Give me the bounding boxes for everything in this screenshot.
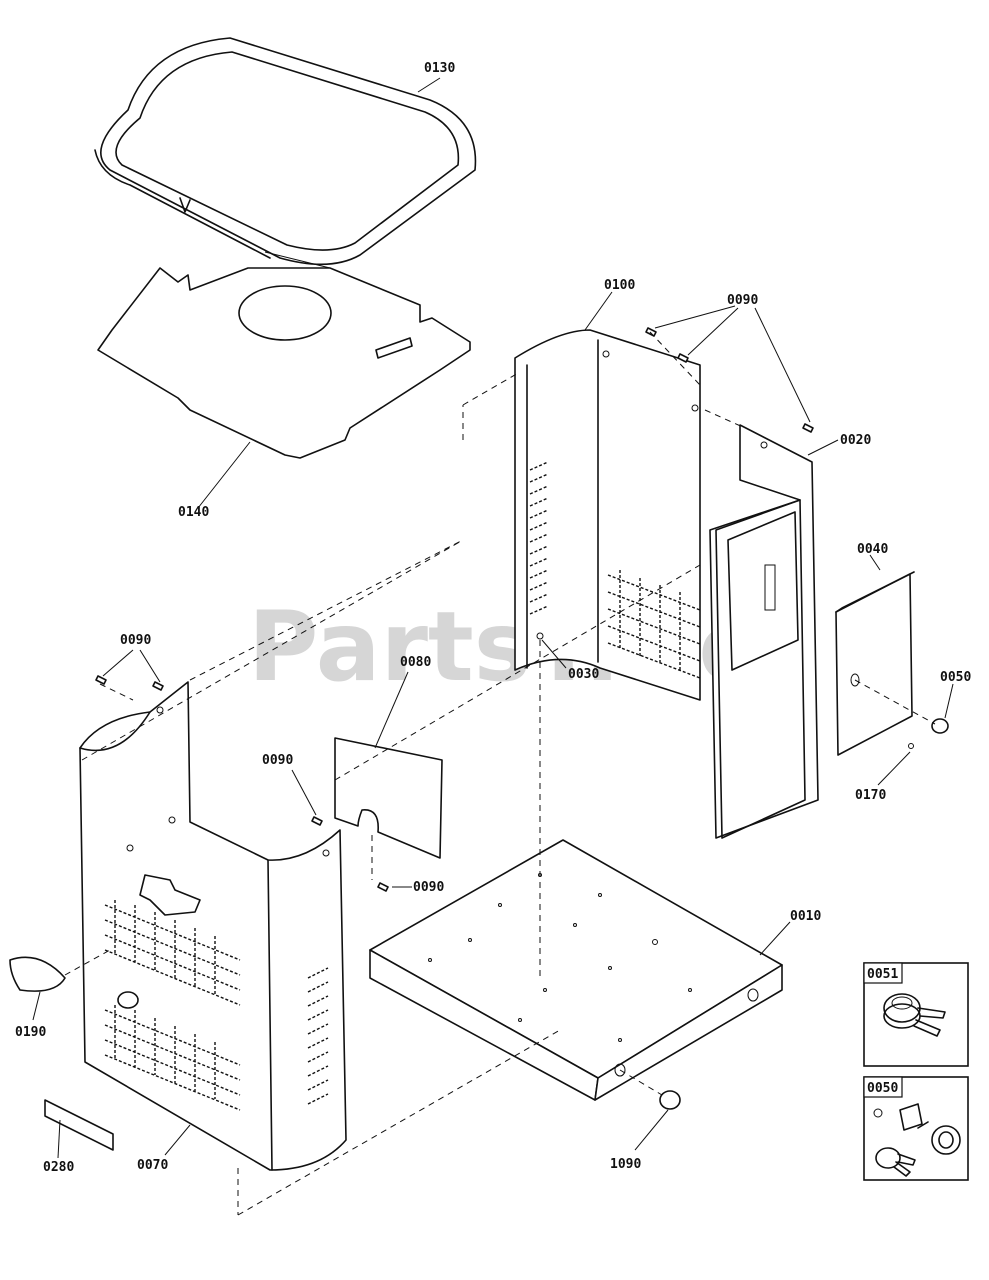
inset-0051-label: 0051 (867, 967, 898, 982)
part-0010-base[interactable] (369, 839, 791, 1101)
part-0190-handle[interactable] (9, 956, 66, 1021)
callout-0090-mid: 0090 (262, 753, 293, 768)
part-0040-access-door[interactable] (835, 554, 915, 756)
part-1090-plug[interactable] (634, 1090, 681, 1151)
assembly-guide-lines (64, 331, 746, 1216)
part-0130-top-lid[interactable] (94, 37, 477, 266)
callout-0010: 0010 (790, 909, 821, 924)
callout-0130: 0130 (424, 61, 455, 76)
callout-0030: 0030 (568, 667, 599, 682)
part-0080-baffle[interactable] (334, 671, 443, 859)
part-0090-screw-low[interactable] (377, 882, 412, 892)
part-0070-main-cabinet[interactable] (79, 681, 347, 1171)
part-0090-screws-left[interactable] (95, 649, 164, 691)
callout-0090-low: 0090 (413, 880, 444, 895)
callout-0280: 0280 (43, 1160, 74, 1175)
lock-cylinder-icon (873, 1103, 961, 1177)
callout-0090-top: 0090 (727, 293, 758, 308)
part-0100-rear-shroud[interactable] (514, 291, 701, 701)
part-0090-screw-mid[interactable] (291, 769, 323, 826)
part-0020-front-panel[interactable] (709, 424, 839, 839)
callout-0170: 0170 (855, 788, 886, 803)
part-0090-screws-top[interactable] (645, 305, 814, 433)
callout-0070: 0070 (137, 1158, 168, 1173)
key-lock-icon (883, 993, 946, 1037)
part-0050-latch[interactable] (931, 683, 954, 734)
callout-0190: 0190 (15, 1025, 46, 1040)
part-0280-label[interactable] (44, 1099, 114, 1159)
callout-0090-left: 0090 (120, 633, 151, 648)
callout-0080: 0080 (400, 655, 431, 670)
callout-0100: 0100 (604, 278, 635, 293)
callout-0050: 0050 (940, 670, 971, 685)
inset-0051[interactable]: 0051 (863, 962, 969, 1067)
callout-labels: 0130 0140 0100 0090 0020 0040 0050 0170 … (15, 61, 971, 1175)
callout-0140: 0140 (178, 505, 209, 520)
part-0030-screw[interactable] (536, 632, 567, 669)
part-0170-screw[interactable] (877, 743, 914, 786)
inset-0050[interactable]: 0050 (863, 1076, 969, 1181)
callout-0040: 0040 (857, 542, 888, 557)
callout-1090: 1090 (610, 1157, 641, 1172)
part-0140-mounting-plate[interactable] (97, 251, 471, 509)
callout-0020: 0020 (840, 433, 871, 448)
inset-0050-label: 0050 (867, 1081, 898, 1096)
